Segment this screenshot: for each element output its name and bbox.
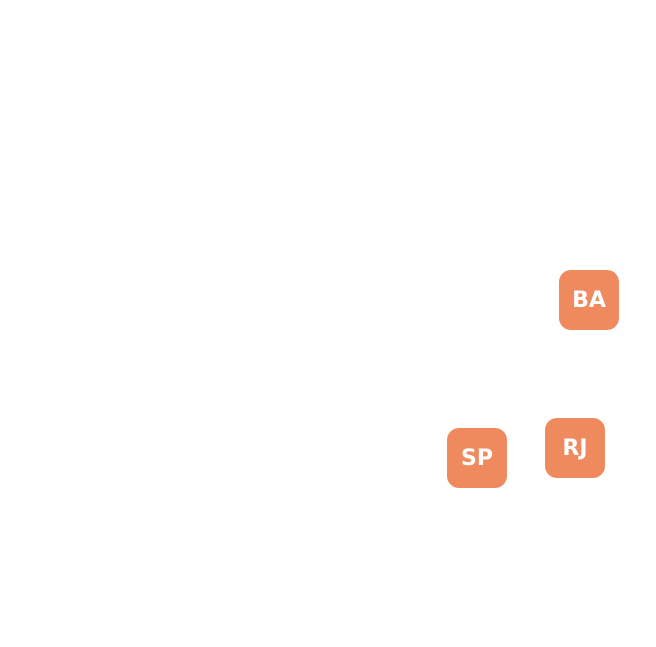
- state-marker-sp[interactable]: SP: [447, 428, 507, 488]
- state-marker-rj[interactable]: RJ: [545, 418, 605, 478]
- state-marker-ba[interactable]: BA: [559, 270, 619, 330]
